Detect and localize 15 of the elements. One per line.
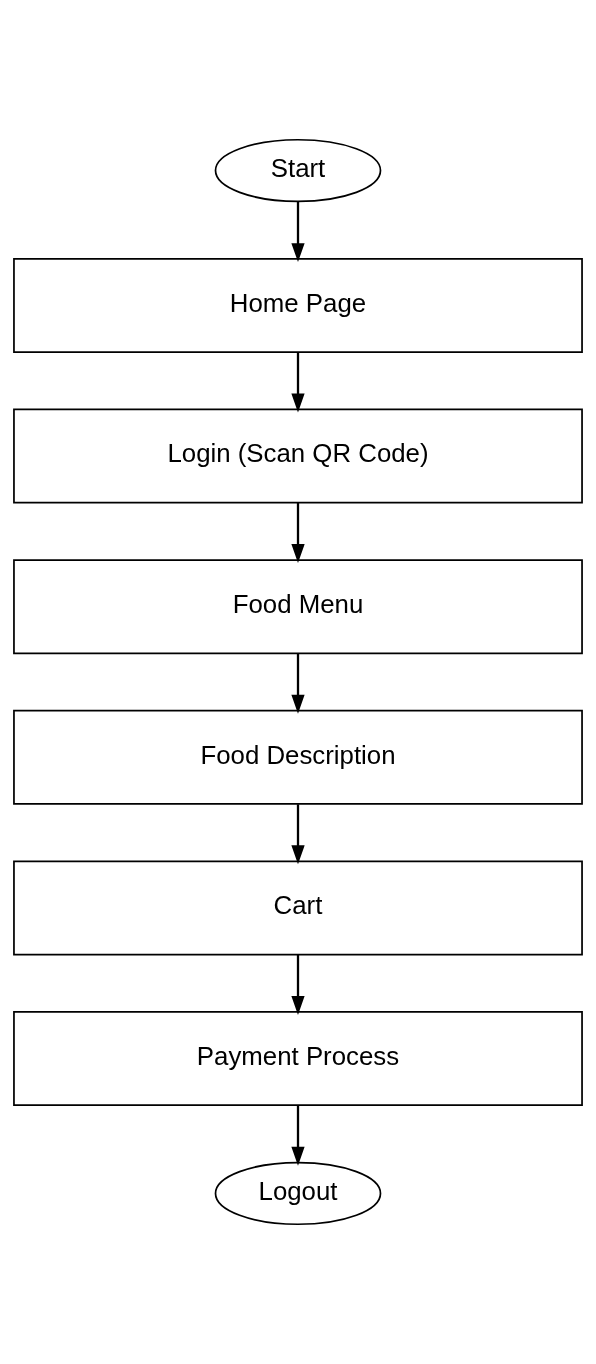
arrow: [291, 1105, 305, 1166]
node-ellipse: Start: [214, 138, 382, 203]
arrow: [291, 201, 305, 263]
node-box: Cart: [13, 860, 583, 956]
node-box: Food Description: [13, 709, 583, 805]
node-ellipse: Logout: [214, 1161, 382, 1226]
arrow: [291, 352, 305, 413]
arrow: [291, 503, 305, 564]
node-box: Login (Scan QR Code): [13, 408, 583, 504]
arrow: [291, 653, 305, 714]
node-box: Payment Process: [13, 1011, 583, 1107]
arrow: [291, 954, 305, 1015]
node-box: Food Menu: [13, 559, 583, 655]
arrow: [291, 804, 305, 865]
node-box: Home Page: [13, 257, 583, 353]
